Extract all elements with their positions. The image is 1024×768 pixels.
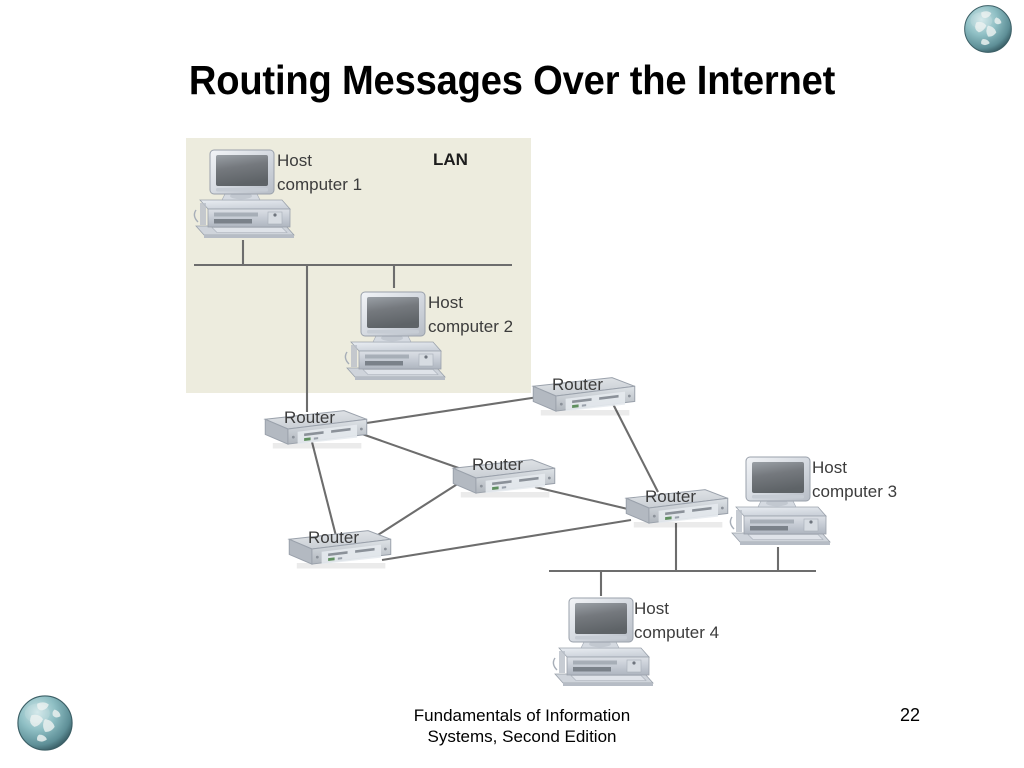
footer-citation: Fundamentals of Information Systems, Sec… (312, 705, 732, 747)
device-router-5[interactable]: Router (288, 528, 392, 569)
host-computer-4-label-line1: Host (634, 599, 669, 618)
host-computer-1-label-line1: Host (277, 151, 312, 170)
host-computer-1-label-line2: computer 1 (277, 175, 362, 194)
device-host-computer-4[interactable]: Host computer 4 (552, 597, 719, 687)
lan-label: LAN (433, 150, 468, 169)
link-r1-r5 (310, 441, 338, 537)
host-computer-2-label-line1: Host (428, 293, 463, 312)
link-r1-r2 (359, 394, 546, 426)
link-r3-r4 (534, 485, 633, 512)
router-1-label: Router (284, 408, 335, 427)
page-number: 22 (899, 705, 921, 725)
device-host-computer-2[interactable]: Host computer 2 (344, 291, 513, 381)
router-5-label: Router (308, 528, 359, 547)
footer-line-2: Systems, Second Edition (427, 727, 617, 746)
link-r3-r5 (369, 482, 460, 541)
globe-icon (17, 695, 73, 751)
device-router-3[interactable]: Router (452, 455, 556, 498)
link-r1-r3 (361, 433, 471, 473)
footer-line-1: Fundamentals of Information (413, 706, 631, 725)
router-4-label: Router (645, 487, 696, 506)
device-host-computer-1[interactable]: Host computer 1 (193, 149, 362, 239)
globe-icon (964, 5, 1012, 53)
connection-lines (194, 240, 816, 596)
router-2-label: Router (552, 375, 603, 394)
page-title: Routing Messages Over the Internet (188, 57, 836, 103)
device-host-computer-3[interactable]: Host computer 3 (729, 456, 897, 546)
link-r2-r4 (611, 401, 659, 493)
host-computer-2-label-line2: computer 2 (428, 317, 513, 336)
device-router-2[interactable]: Router (532, 375, 636, 416)
host-computer-3-label-line1: Host (812, 458, 847, 477)
device-router-4[interactable]: Router (625, 487, 729, 528)
link-r5-r4 (381, 518, 632, 562)
host-computer-3-label-line2: computer 3 (812, 482, 897, 501)
device-router-1[interactable]: Router (264, 408, 368, 449)
host-computer-4-label-line2: computer 4 (634, 623, 719, 642)
router-3-label: Router (472, 455, 523, 474)
